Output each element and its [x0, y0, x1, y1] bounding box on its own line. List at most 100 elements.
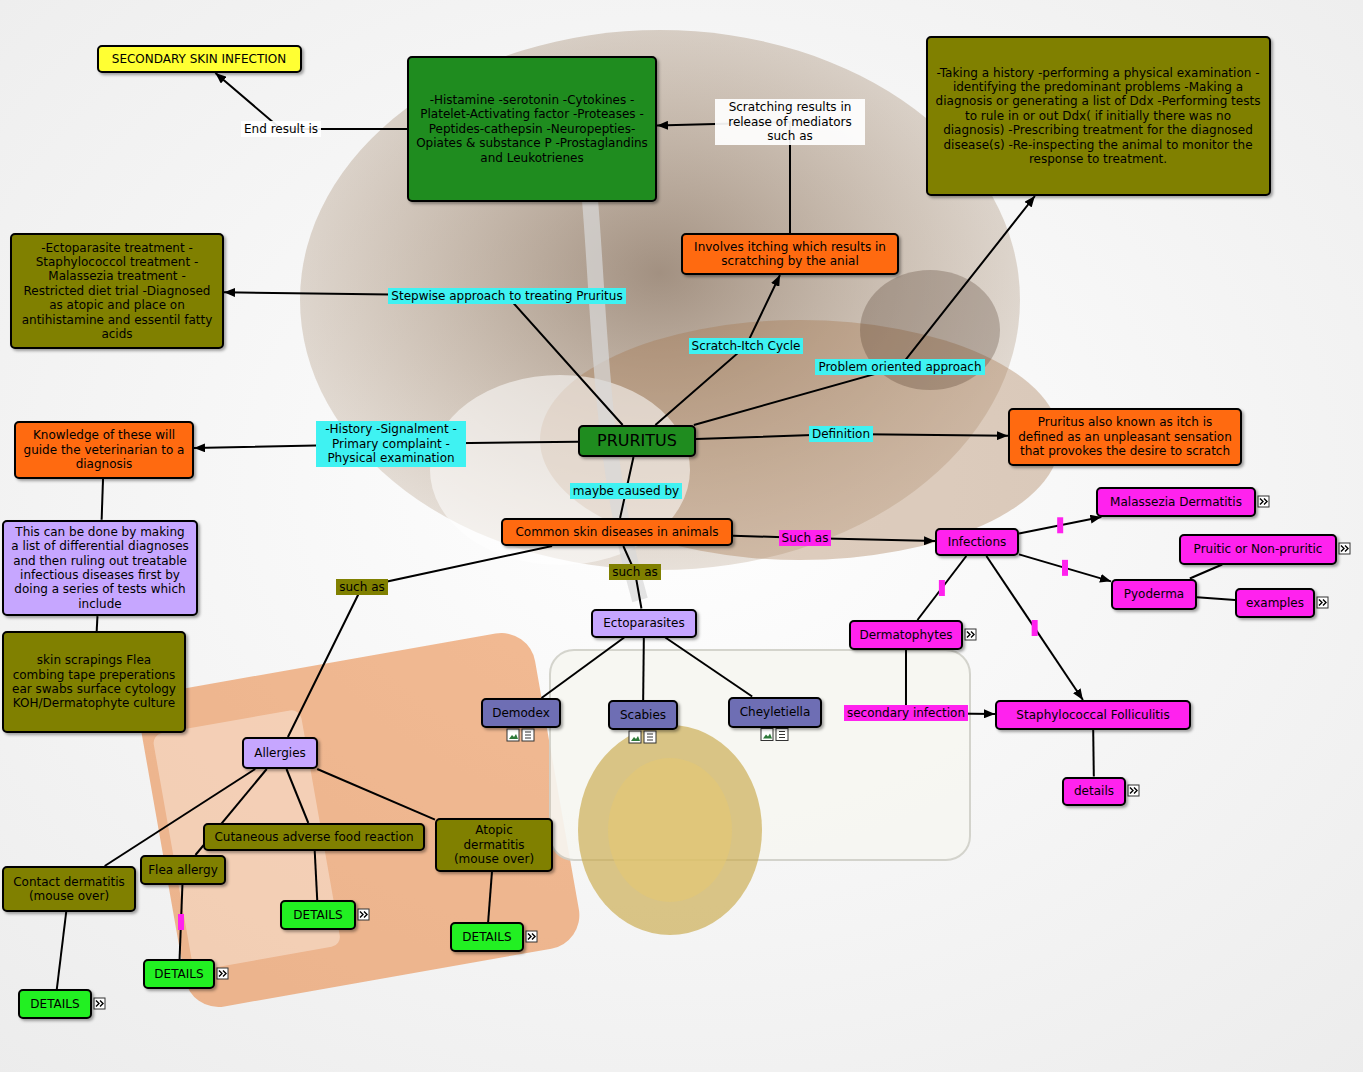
connector — [1092, 730, 1095, 777]
document-icon-lines — [779, 732, 785, 738]
link-phrase-cyan: -History -Signalment -Primary complaint … — [316, 421, 466, 466]
link-phrase-magenta: Such as — [779, 530, 832, 546]
node-text: skin scrapings Flea combing tape prepera… — [10, 653, 178, 711]
link-phrase-text: -History -Signalment -Primary complaint … — [325, 422, 457, 465]
node-text: -Histamine -serotonin -Cytokines -Platel… — [415, 93, 649, 165]
image-icon — [761, 729, 773, 741]
node-text: -Taking a history -performing a physical… — [934, 66, 1263, 167]
icon-chevrons — [1130, 788, 1137, 794]
node-text: DETAILS — [293, 908, 342, 922]
icon-frame — [1258, 496, 1269, 507]
icon-chevrons — [1260, 499, 1267, 505]
icon-chevrons — [1319, 600, 1326, 606]
connector — [96, 616, 99, 631]
link-mark — [178, 914, 184, 930]
link-icon — [965, 629, 976, 640]
concept-box-magenta: examples — [1235, 588, 1315, 618]
connector — [1197, 597, 1235, 600]
link-phrase-cyan: maybe caused by — [570, 483, 682, 499]
link-phrase-text: End result is — [244, 122, 318, 136]
connector — [1190, 565, 1222, 579]
concept-box-orange: Common skin diseases in animals — [501, 518, 733, 546]
node-text: Atopic dermatitis (mouse over) — [443, 823, 545, 866]
node-text: Common skin diseases in animals — [515, 525, 718, 539]
icon-chevrons — [967, 632, 974, 638]
concept-box-olive: Flea allergy — [140, 855, 226, 885]
node-text: Dermatophytes — [859, 628, 952, 642]
link-phrase-text: Definition — [812, 427, 870, 441]
link-phrase-cyan: Problem oriented approach — [815, 359, 984, 375]
connector — [1019, 554, 1111, 581]
bottle-cap-top — [608, 758, 732, 902]
node-text: Flea allergy — [148, 863, 218, 877]
link-phrase: Scratching results in release of mediato… — [715, 99, 865, 144]
connector — [224, 292, 623, 425]
concept-box-lavender: Allergies — [242, 737, 318, 769]
concept-box-olive: Cutaneous adverse food reaction — [203, 823, 425, 851]
connector — [315, 851, 318, 900]
link-mark — [939, 580, 945, 596]
link-phrase-text: such as — [612, 565, 657, 579]
link-phrase-text: such as — [339, 580, 384, 594]
node-text: Malassezia Dermatitis — [1110, 495, 1242, 509]
concept-box-magenta: Staphylococcal Folliculitis — [995, 700, 1191, 730]
link-icon — [1339, 543, 1350, 554]
media-icons — [629, 731, 656, 743]
node-text: Knowledge of these will guide the veteri… — [22, 428, 186, 471]
node-text: Allergies — [254, 746, 306, 760]
icon-chevrons — [219, 971, 226, 977]
concept-box-olive: Contact dermatitis (mouse over) — [2, 866, 136, 912]
image-icon-mark — [763, 734, 772, 739]
details-box: DETAILS — [143, 959, 215, 989]
concept-box-olive: -Ectoparasite treatment -Staphylococcol … — [10, 233, 224, 349]
decorations — [94, 496, 1350, 1009]
link-icon — [1128, 785, 1139, 796]
connector — [57, 912, 66, 989]
icon-frame — [217, 968, 228, 979]
concept-box-lavender: Ectoparasites — [591, 609, 697, 638]
concept-box-magenta: Dermatophytes — [849, 620, 963, 650]
concept-box-olive: skin scrapings Flea combing tape prepera… — [2, 631, 186, 733]
bottle-cap — [578, 725, 762, 935]
node-text: Pruitic or Non-pruritic — [1194, 542, 1323, 556]
concept-box-orange: Involves itching which results in scratc… — [681, 233, 899, 275]
connector — [286, 769, 308, 823]
link-phrase-text: Scratching results in release of mediato… — [728, 100, 852, 143]
node-text: DETAILS — [154, 967, 203, 981]
link-phrase-cyan: Definition — [809, 426, 873, 442]
connector — [288, 546, 552, 737]
concept-box-slate: Scabies — [608, 700, 678, 730]
link-phrase-olive: such as — [336, 579, 387, 595]
concept-box-lavender: This can be done by making a list of dif… — [2, 520, 198, 616]
connector — [665, 638, 752, 697]
node-text: Cutaneous adverse food reaction — [214, 830, 413, 844]
link-phrase-text: Problem oriented approach — [818, 360, 981, 374]
node-text: -Ectoparasite treatment -Staphylococcol … — [18, 241, 216, 342]
icon-chevrons — [1341, 546, 1348, 552]
concept-box-magenta: Malassezia Dermatitis — [1096, 487, 1256, 517]
concept-box-orange: Pruritus also known as itch is defined a… — [1008, 408, 1242, 466]
connector — [488, 872, 492, 922]
concept-box-olive: -Taking a history -performing a physical… — [926, 36, 1271, 196]
document-icon — [776, 729, 788, 741]
orange-bottle — [135, 628, 584, 1013]
connector — [917, 556, 966, 620]
connectors — [57, 73, 1235, 989]
bottle-body — [135, 628, 584, 1013]
link-mark — [1062, 560, 1068, 576]
node-text: Pyoderma — [1124, 587, 1184, 601]
connector — [986, 556, 1083, 700]
details-box: DETAILS — [450, 922, 524, 952]
link-icon — [217, 968, 228, 979]
link-phrase-magenta: secondary infection — [844, 705, 968, 721]
link-phrase-text: Stepwise approach to treating Pruritus — [391, 289, 622, 303]
concept-box-yellow: SECONDARY SKIN INFECTION — [97, 45, 302, 73]
node-text: examples — [1246, 596, 1304, 610]
link-icon — [526, 931, 537, 942]
node-text: PRURITUS — [597, 431, 677, 450]
icon-frame — [1339, 543, 1350, 554]
icon-chevrons — [528, 934, 535, 940]
link-mark — [1032, 620, 1038, 636]
link-phrase-text: Scratch-Itch Cycle — [692, 339, 801, 353]
